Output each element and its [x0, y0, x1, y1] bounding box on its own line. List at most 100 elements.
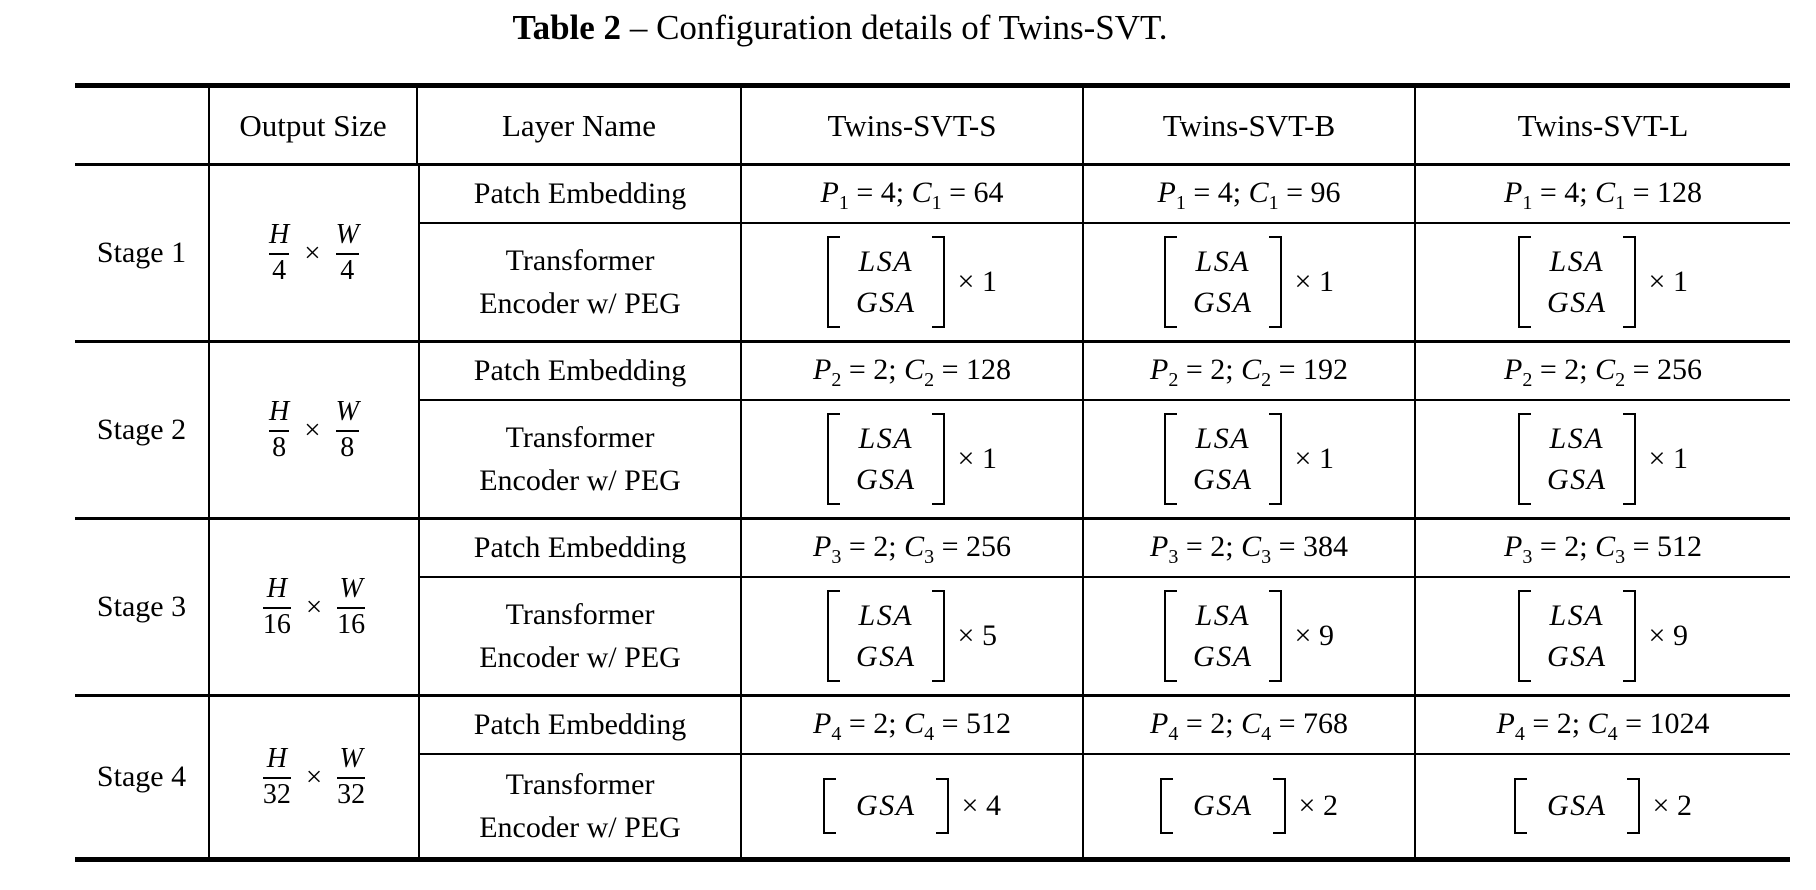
matrix: GSA: [823, 778, 949, 834]
left-bracket: [1164, 235, 1178, 329]
patch-config: P4 = 2; C4 = 1024: [1496, 706, 1710, 745]
left-bracket: [1514, 778, 1528, 834]
left-bracket: [1164, 412, 1178, 506]
matrix-ops: GSA: [856, 789, 916, 823]
patch-config: P2 = 2; C2 = 192: [1149, 352, 1349, 391]
stage-label: Stage 3: [96, 590, 187, 623]
patch-config: P1 = 4; C1 = 128: [1503, 175, 1703, 214]
header-model-twins-svt-b: Twins-SVT-B: [1082, 88, 1414, 163]
encoder-spec-cell: GSA × 4: [740, 755, 1082, 857]
right-bracket: [931, 235, 945, 329]
left-bracket: [823, 778, 837, 834]
right-bracket: [1622, 412, 1636, 506]
left-bracket: [1518, 412, 1532, 506]
stage-label: Stage 2: [96, 413, 187, 446]
repeat-multiplier: × 1: [1648, 442, 1688, 475]
encoder-spec-cell: GSA× 2: [1082, 755, 1414, 857]
fraction-bar: [337, 606, 366, 609]
repeat-multiplier: × 9: [1294, 619, 1334, 652]
patch-config-cell: P2 = 2; C2 = 192: [1082, 343, 1414, 401]
patch-config-cell: P1 = 4; C1 = 96: [1082, 166, 1414, 224]
repeat-multiplier: × 1: [1294, 265, 1334, 298]
header-output-size: Output Size: [208, 88, 418, 163]
right-bracket: [1622, 235, 1636, 329]
repeat-multiplier: × 1: [957, 265, 997, 298]
patch-embedding-label: Patch Embedding: [418, 520, 740, 578]
fraction-bar: [269, 429, 290, 432]
repeat-multiplier: × 1: [957, 442, 997, 475]
patch-config-cell: P3 = 2; C3 = 384: [1082, 520, 1414, 578]
right-bracket: [931, 412, 945, 506]
right-bracket: [1626, 778, 1640, 834]
encoder-spec-cell: GSA× 2: [1414, 755, 1790, 857]
patch-config-cell: P4 = 2; C4 = 1024: [1414, 697, 1790, 755]
stage-label: Stage 1: [96, 236, 187, 269]
matrix: GSA: [1160, 778, 1286, 834]
right-bracket: [931, 589, 945, 683]
patch-config-cell: P1 = 4; C1 = 64: [740, 166, 1082, 224]
patch-config-cell: P3 = 2; C3 = 256: [740, 520, 1082, 578]
right-bracket: [935, 778, 949, 834]
right-bracket: [1268, 412, 1282, 506]
patch-config: P1 = 4; C1 = 64: [820, 175, 1004, 214]
matrix-ops: GSA: [1193, 789, 1253, 823]
left-bracket: [827, 589, 841, 683]
patch-config: P2 = 2; C2 = 256: [1503, 352, 1703, 391]
times-sign: ×: [305, 590, 323, 623]
header-model-twins-svt-s: Twins-SVT-S: [740, 88, 1082, 163]
left-bracket: [827, 412, 841, 506]
fraction-bar: [269, 252, 290, 255]
right-bracket: [1622, 589, 1636, 683]
patch-config: P4 = 2; C4 = 512: [812, 706, 1012, 745]
fraction-bar: [335, 252, 359, 255]
left-bracket: [1518, 589, 1532, 683]
caption-text: – Configuration details of Twins-SVT.: [621, 8, 1168, 47]
left-bracket: [1518, 235, 1532, 329]
times-sign: ×: [304, 236, 321, 269]
patch-config-cell: P4 = 2; C4 = 768: [1082, 697, 1414, 755]
fraction-bar: [337, 776, 366, 779]
patch-config: P4 = 2; C4 = 768: [1149, 706, 1349, 745]
table-header-row: Output Size Layer Name Twins-SVT-S Twins…: [75, 83, 1790, 166]
repeat-multiplier: × 4: [961, 788, 1001, 822]
header-model-twins-svt-l: Twins-SVT-L: [1414, 88, 1790, 163]
table-caption: Table 2 – Configuration details of Twins…: [0, 8, 1680, 48]
